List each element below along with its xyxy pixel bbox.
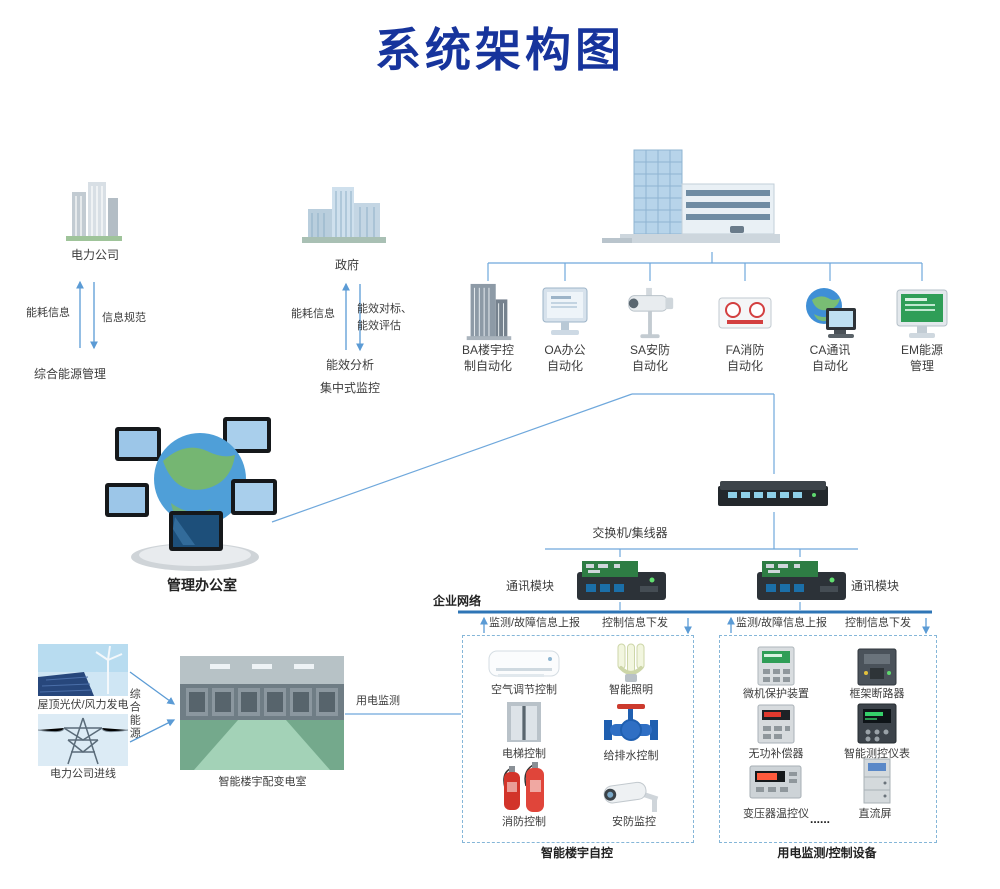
page-title: 系统架构图 [375,24,625,76]
switch-label: 交换机/集线器 [592,526,668,540]
fire-control-label: 消防控制 [502,816,546,828]
rooftop-pv-image [38,644,128,696]
rooftop-pv-label: 屋顶光伏/风力发电 [37,699,129,711]
building-control-box-title: 智能楼宇自控 [540,846,613,860]
water-valve-icon [602,702,660,746]
smart-lighting-label: 智能照明 [609,684,653,696]
subsystem-oa-label: OA办公 [544,343,586,357]
comm-module-right-label: 通讯模块 [851,579,900,593]
centralized-monitoring-label: 集中式监控 [320,381,381,395]
subsystem-fa-label2: 自动化 [726,359,763,373]
subsystem-em-label: EM能源 [900,343,943,357]
flow-down-label-1: 控制信息下发 [602,617,668,629]
management-office-label: 管理办公室 [167,577,237,593]
oa-monitor-icon [537,284,593,342]
integrated-energy-mgmt-label: 综合能源管理 [34,367,107,381]
em-monitor-icon [891,286,953,342]
smart-meter-icon [856,702,898,745]
government-building-icon [298,183,390,245]
smart-building-icon [600,146,785,254]
smart-meter-label: 智能测控仪表 [844,748,910,760]
gov-energy-info-label: 能耗信息 [291,308,335,320]
power-monitor-box-title: 用电监测/控制设备 [777,846,877,860]
subsystem-ca-label: CA通讯 [809,343,851,357]
reactive-compensator-label: 无功补偿器 [748,748,804,760]
enterprise-network-label: 企业网络 [433,594,482,608]
subsystem-ba-label: BA楼宇控 [461,343,514,357]
grid-incoming-image [38,714,128,766]
subsystem-ca-label2: 自动化 [811,359,848,373]
ca-globe-monitor-icon [800,284,860,342]
building-control-box [462,635,694,843]
reactive-compensator-icon [756,703,796,745]
subsystem-ba-label2: 制自动化 [463,359,512,373]
dc-panel-label: 直流屏 [858,808,892,820]
flow-up-label-1: 监测/故障信息上报 [489,617,581,629]
water-control-label: 给排水控制 [603,750,659,762]
power-company-label: 电力公司 [70,248,119,262]
power-monitoring-label: 用电监测 [356,695,400,707]
fa-alarm-icon [715,290,775,340]
management-office-icon [105,405,280,577]
cfl-bulb-icon [613,642,649,684]
protection-relay-icon [756,645,796,687]
flow-down-label-2: 控制信息下发 [845,617,911,629]
subsystem-oa-label2: 自动化 [546,359,583,373]
subsystem-sa-label2: 自动化 [631,359,668,373]
elevator-icon [505,700,543,744]
power-company-building-icon [62,178,126,244]
circuit-breaker-icon [856,645,898,687]
more-devices-ellipsis: ...... [809,812,830,826]
air-conditioner-icon [488,648,560,682]
info-standard-down-label: 信息规范 [102,312,146,324]
substation-room-label: 智能楼宇配变电室 [218,776,307,788]
benchmark-label-line2: 能效评估 [357,320,401,332]
comm-module-right-icon [754,556,849,604]
protection-relay-label: 微机保护装置 [743,688,809,700]
benchmark-label-line1: 能效对标、 [357,303,412,315]
temperature-controller-icon [748,762,803,802]
circuit-breaker-label: 框架断路器 [849,688,905,700]
security-camera-icon [600,776,662,814]
elevator-control-label: 电梯控制 [502,748,546,760]
ac-control-label: 空气调节控制 [491,684,557,696]
subsystem-fa-label: FA消防 [725,343,765,357]
ba-building-icon [456,282,520,342]
combined-energy-label: 综合能源 [128,688,141,740]
security-monitor-label: 安防监控 [612,816,656,828]
subsystem-sa-label: SA安防 [629,343,670,357]
fire-extinguisher-icon [496,758,552,814]
comm-module-left-icon [574,556,669,604]
efficiency-analysis-label: 能效分析 [326,358,375,372]
power-monitor-box [719,635,937,843]
sa-cctv-icon [620,286,680,342]
dc-panel-icon [860,757,894,805]
flow-up-label-2: 监测/故障信息上报 [736,617,828,629]
energy-info-up-label: 能耗信息 [26,307,70,319]
subsystem-em-label2: 管理 [909,359,934,373]
network-switch-icon [716,474,831,512]
comm-module-left-label: 通讯模块 [506,579,555,593]
grid-incoming-label: 电力公司进线 [50,768,116,780]
substation-room-image [180,656,344,770]
government-label: 政府 [334,258,359,272]
temperature-controller-label: 变压器温控仪 [743,808,809,820]
